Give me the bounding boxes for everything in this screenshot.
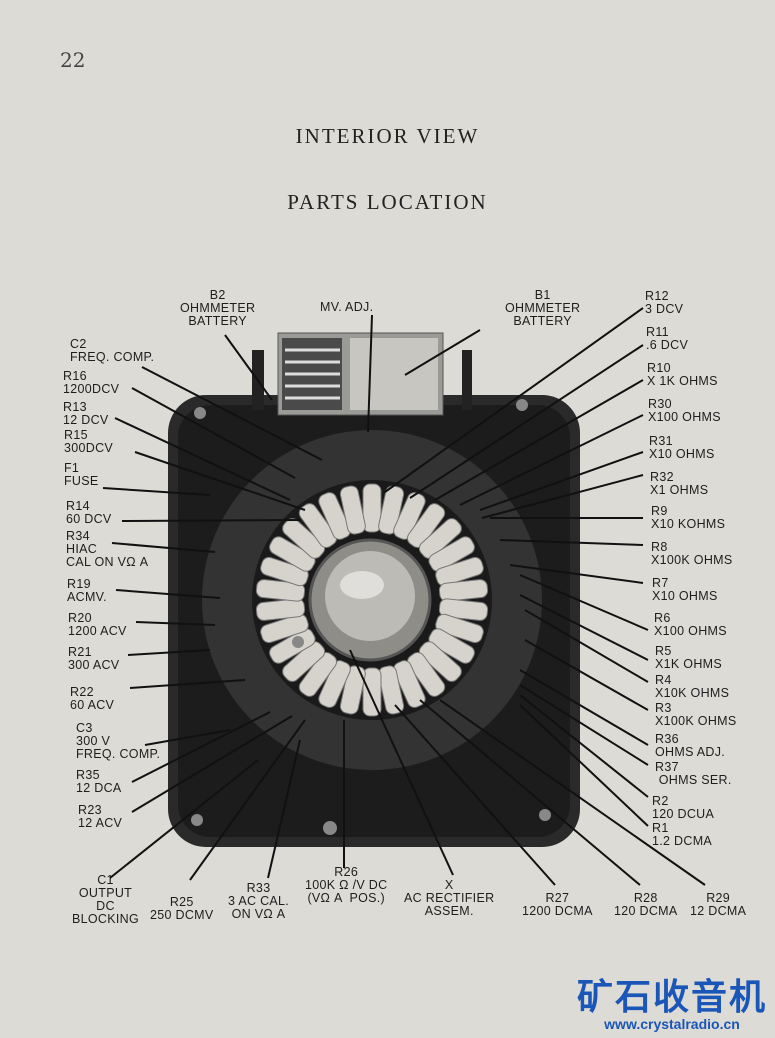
resistor (418, 641, 462, 682)
label-r2: R2 120 DCUA (652, 794, 715, 821)
label-c1: C1 OUTPUT DC BLOCKING (72, 873, 139, 926)
label-r4: R4 X10K OHMS (655, 673, 730, 700)
label-r26: R26 100K Ω /V DC (VΩ A POS.) (305, 865, 388, 905)
resistor (318, 492, 351, 540)
resistor (406, 652, 446, 697)
label-r6: R6 X100 OHMS (654, 611, 727, 638)
resistor (298, 652, 338, 697)
page-number: 22 (60, 48, 86, 72)
label-r19: R19 ACMV. (67, 577, 107, 604)
label-r35: R35 12 DCA (76, 768, 122, 795)
resistor (378, 665, 405, 715)
resistor (255, 598, 306, 621)
label-r20: R20 1200 ACV (68, 611, 127, 638)
resistor (362, 667, 382, 717)
resistor (318, 660, 351, 708)
resistor (255, 579, 306, 602)
page-subtitle: PARTS LOCATION (287, 190, 488, 214)
label-r32: R32 X1 OHMS (650, 470, 709, 497)
resistor (438, 598, 489, 621)
resistor (406, 503, 446, 548)
label-r10: R10 X 1K OHMS (647, 361, 718, 388)
label-mv-adj: MV. ADJ. (320, 300, 374, 314)
label-r34: R34 HIAC CAL ON VΩ A (66, 529, 149, 569)
resistor (260, 556, 309, 587)
watermark-chinese: 矿石收音机 (576, 976, 767, 1017)
resistor (438, 579, 489, 602)
label-r8: R8 X100K OHMS (651, 540, 733, 567)
resistor (428, 536, 475, 572)
resistor (269, 628, 316, 664)
label-r3: R3 X100K OHMS (655, 701, 737, 728)
leader-lines (102, 307, 706, 886)
label-c3: C3 300 V FREQ. COMP. (76, 721, 161, 761)
label-r36: R36 OHMS ADJ. (655, 732, 726, 759)
label-r9: R9 X10 KOHMS (651, 504, 726, 531)
label-r30: R30 X100 OHMS (648, 397, 721, 424)
resistor-ring (255, 483, 489, 717)
label-r37: R37 OHMS SER. (655, 760, 732, 787)
label-r33: R33 3 AC CAL. ON VΩ A (228, 881, 290, 921)
page-title: INTERIOR VIEW (295, 124, 480, 148)
label-r12: R12 3 DCV (645, 289, 684, 316)
label-r31: R31 X10 OHMS (649, 434, 715, 461)
label-r25: R25 250 DCMV (150, 895, 214, 922)
label-r1: R1 1.2 DCMA (652, 821, 713, 848)
label-r13: R13 12 DCV (63, 400, 109, 427)
label-r23: R23 12 ACV (78, 803, 123, 830)
label-x: X AC RECTIFIER ASSEM. (404, 878, 495, 918)
label-f1: F1 FUSE (64, 461, 99, 488)
label-c2: C2 FREQ. COMP. (70, 337, 155, 364)
label-r7: R7 X10 OHMS (652, 576, 718, 603)
resistor (269, 536, 316, 572)
label-r28: R28 120 DCMA (614, 891, 678, 918)
watermark-url: www.crystalradio.cn (604, 1016, 740, 1032)
resistor (393, 492, 426, 540)
label-r29: R29 12 DCMA (690, 891, 747, 918)
resistor (393, 660, 426, 708)
resistor (298, 503, 338, 548)
watermark: 矿石收音机 www.crystalradio.cn (576, 976, 767, 1033)
resistor (282, 641, 326, 682)
label-b2: B2 OHMMETER BATTERY (180, 288, 256, 328)
resistor (362, 483, 382, 533)
label-r14: R14 60 DCV (66, 499, 112, 526)
label-r27: R27 1200 DCMA (522, 891, 593, 918)
label-r21: R21 300 ACV (68, 645, 120, 672)
label-r11: R11 .6 DCV (646, 325, 689, 352)
label-r22: R22 60 ACV (70, 685, 115, 712)
resistor (339, 485, 366, 535)
label-r5: R5 X1K OHMS (655, 644, 722, 671)
label-r15: R15 300DCV (64, 428, 114, 455)
resistor (418, 518, 462, 559)
resistor (260, 613, 309, 644)
resistor (435, 556, 484, 587)
label-b1: B1 OHMMETER BATTERY (505, 288, 581, 328)
resistor (282, 518, 326, 559)
resistor (435, 613, 484, 644)
label-r16: R16 1200DCV (63, 369, 120, 396)
resistor (428, 628, 475, 664)
